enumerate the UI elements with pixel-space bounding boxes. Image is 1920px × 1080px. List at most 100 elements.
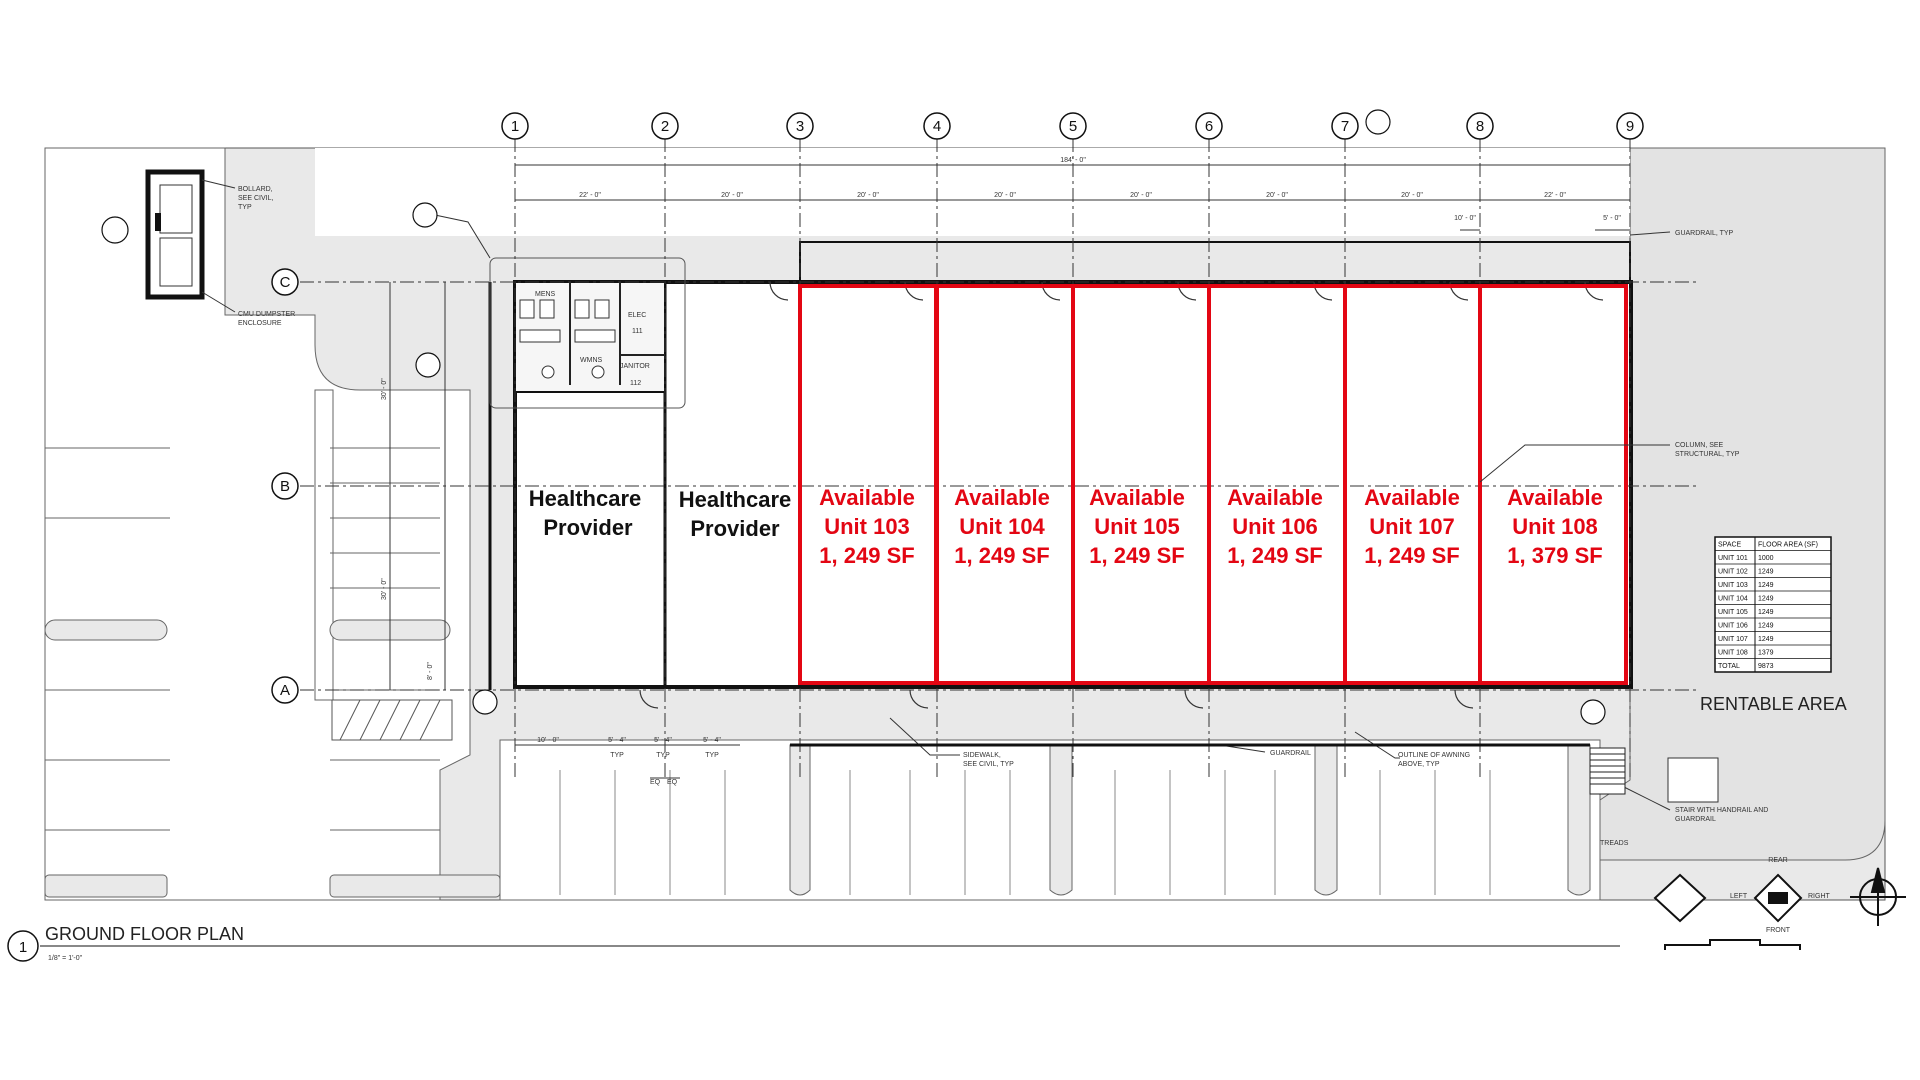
unit-106-line1: Available xyxy=(1227,485,1323,510)
unit-107-line2: Unit 107 xyxy=(1369,514,1455,539)
grid-label-3: 3 xyxy=(796,118,804,135)
area-table-area: 1249 xyxy=(1758,596,1774,603)
dimension-bay-2: 20' - 0" xyxy=(721,192,743,199)
unit-106-line2: Unit 106 xyxy=(1232,514,1318,539)
dumpster-line2: ENCLOSURE xyxy=(238,320,282,327)
sidewalk-line2: SEE CIVIL, TYP xyxy=(963,761,1014,768)
north-arrow-icon xyxy=(1850,867,1906,926)
dimension-lines-bottom xyxy=(515,744,740,779)
unit-103-line1: Available xyxy=(819,485,915,510)
grid-row-lines xyxy=(300,281,1700,691)
grid-label-2: 2 xyxy=(661,118,669,135)
room-label-elec-number: 111 xyxy=(632,328,643,335)
unit-108-line1: Available xyxy=(1507,485,1603,510)
label-typ-2: TYP xyxy=(656,752,670,759)
grid-label-c: C xyxy=(280,274,291,291)
orientation-right: RIGHT xyxy=(1808,893,1831,900)
area-table-space: UNIT 107 xyxy=(1718,636,1748,643)
dumpster-enclosure xyxy=(145,169,205,300)
title-number: 1 xyxy=(19,939,27,956)
dimension-lines-top xyxy=(515,164,1630,231)
equipment-pad xyxy=(1667,757,1719,803)
orientation-rear: REAR xyxy=(1768,857,1787,864)
unit-label-105: Available Unit 105 1, 249 SF xyxy=(1089,485,1185,568)
building-outline xyxy=(488,241,1633,690)
bollard-line1: BOLLARD, xyxy=(238,186,273,193)
grid-row-bubbles xyxy=(271,268,299,704)
rentable-area-label: RENTABLE AREA xyxy=(1700,694,1847,714)
dimension-left-1: 30' - 0" xyxy=(381,378,388,400)
dimension-bay-8: 22' - 0" xyxy=(1544,192,1566,199)
grid-label-5: 5 xyxy=(1069,118,1077,135)
tenant-1-line2: Provider xyxy=(543,515,633,540)
area-table-space: UNIT 103 xyxy=(1718,582,1748,589)
annotation-guardrail: GUARDRAIL xyxy=(1270,750,1311,757)
parking-stalls-bottom xyxy=(789,744,1591,896)
tenant-1-line1: Healthcare xyxy=(529,486,642,511)
annotation-bollard: BOLLARD, SEE CIVIL, TYP xyxy=(238,186,273,211)
dimension-bay-3: 20' - 0" xyxy=(857,192,879,199)
sidewalk-line1: SIDEWALK, xyxy=(963,752,1001,759)
annotation-guardrail-typ: GUARDRAIL, TYP xyxy=(1675,230,1734,237)
title-name: GROUND FLOOR PLAN xyxy=(45,924,244,944)
tenant-2-line1: Healthcare xyxy=(679,487,792,512)
area-table-area: 1249 xyxy=(1758,569,1774,576)
grid-label-4: 4 xyxy=(933,118,941,135)
room-label-112: 112 xyxy=(630,380,641,387)
room-label-janitor: JANITOR xyxy=(620,363,650,370)
dimension-bottom-4: 5' - 4" xyxy=(703,737,721,744)
column-line1: COLUMN, SEE xyxy=(1675,442,1724,449)
unit-label-108: Available Unit 108 1, 379 SF xyxy=(1507,485,1603,568)
unit-105-line3: 1, 249 SF xyxy=(1089,543,1184,568)
annotation-stair: STAIR WITH HANDRAIL AND GUARDRAIL xyxy=(1675,807,1768,823)
column-line2: STRUCTURAL, TYP xyxy=(1675,451,1740,458)
tenant-healthcare-2: Healthcare Provider xyxy=(679,487,792,541)
area-table-area: 1249 xyxy=(1758,609,1774,616)
dimension-bottom-1: 10' - 0" xyxy=(537,737,559,744)
unit-103-line3: 1, 249 SF xyxy=(819,543,914,568)
unit-106-line3: 1, 249 SF xyxy=(1227,543,1322,568)
bollard-line3: TYP xyxy=(238,204,252,211)
dimension-bay-7: 20' - 0" xyxy=(1401,192,1423,199)
area-table-space: UNIT 106 xyxy=(1718,623,1748,630)
area-table-space: UNIT 102 xyxy=(1718,569,1748,576)
unit-108-line2: Unit 108 xyxy=(1512,514,1598,539)
dimension-left-2: 30' - 0" xyxy=(381,578,388,600)
area-table-space: SPACE xyxy=(1718,542,1742,549)
room-label-womens: WMNS xyxy=(580,357,602,364)
annotation-sidewalk: SIDEWALK, SEE CIVIL, TYP xyxy=(963,752,1014,768)
area-table-area: 1379 xyxy=(1758,650,1774,657)
orientation-front: FRONT xyxy=(1766,927,1791,934)
area-table-space: UNIT 104 xyxy=(1718,596,1748,603)
label-typ-3: TYP xyxy=(705,752,719,759)
awning-line2: ABOVE, TYP xyxy=(1398,761,1440,768)
grid-label-9: 9 xyxy=(1626,118,1634,135)
grid-label-a: A xyxy=(280,682,290,699)
title-scale: 1/8" = 1'-0" xyxy=(48,955,83,962)
stair xyxy=(1589,747,1626,795)
label-eq-1: EQ xyxy=(650,779,661,786)
unit-107-line3: 1, 249 SF xyxy=(1364,543,1459,568)
unit-104-line1: Available xyxy=(954,485,1050,510)
grid-label-b: B xyxy=(280,478,290,495)
area-table-area: 1000 xyxy=(1758,555,1774,562)
area-table-space: UNIT 101 xyxy=(1718,555,1748,562)
stair-line1: STAIR WITH HANDRAIL AND xyxy=(1675,807,1768,814)
annotation-treads: TREADS xyxy=(1600,840,1629,847)
tenant-2-line2: Provider xyxy=(690,516,780,541)
unit-label-103: Available Unit 103 1, 249 SF xyxy=(819,485,915,568)
dimension-overall: 184' - 0" xyxy=(1060,157,1086,164)
area-table-space: TOTAL xyxy=(1718,663,1740,670)
parking-lines-bottom xyxy=(559,770,1491,895)
awning-line1: OUTLINE OF AWNING xyxy=(1398,752,1470,759)
label-typ-1: TYP xyxy=(610,752,624,759)
dimension-bay-4: 20' - 0" xyxy=(994,192,1016,199)
area-table-space: UNIT 108 xyxy=(1718,650,1748,657)
dumpster-line1: CMU DUMPSTER xyxy=(238,311,295,318)
leader-lines xyxy=(201,179,1671,811)
room-label-elec: ELEC xyxy=(628,312,646,319)
area-table-area: 1249 xyxy=(1758,636,1774,643)
dimension-bottom-3: 5' - 4" xyxy=(654,737,672,744)
